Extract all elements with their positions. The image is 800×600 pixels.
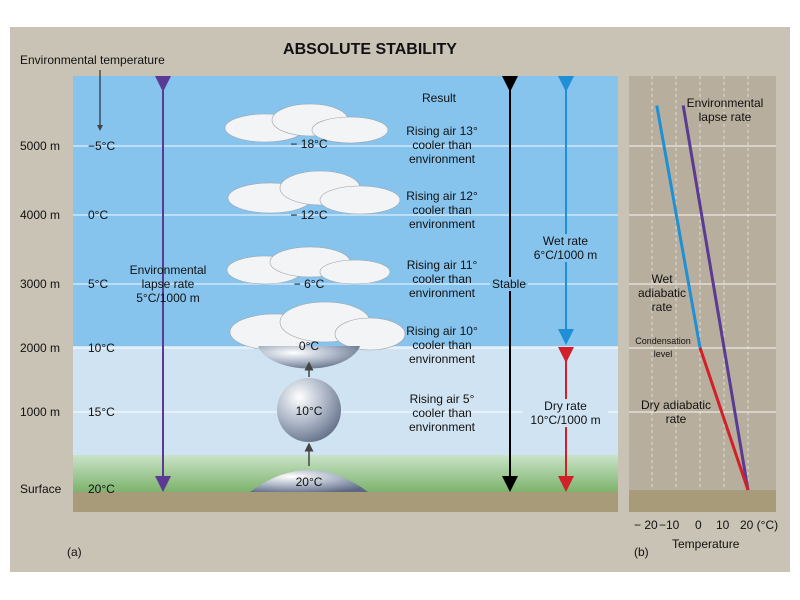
dry-rate-label: Dry rate 10°C/1000 m — [523, 399, 608, 427]
wet-rate-label: Wet rate 6°C/1000 m — [523, 234, 608, 262]
result-text: Rising air 12° cooler than environment — [406, 189, 478, 231]
x-tick-label: − 20 — [634, 518, 658, 532]
env-lapse-line-label: Environmental lapse rate — [686, 96, 764, 124]
result-text: Rising air 11° cooler than environment — [406, 258, 478, 300]
x-tick-label: −10 — [659, 518, 680, 532]
altitude-label: Surface — [20, 482, 62, 496]
env-lapse-line — [681, 105, 750, 491]
env-temp-value: −5°C — [88, 139, 116, 153]
panel-b-background — [629, 76, 776, 512]
env-lapse-rate-label: Environmental lapse rate 5°C/1000 m — [129, 263, 207, 305]
x-tick-label: 10 — [716, 518, 730, 532]
panel-b-label: (b) — [634, 545, 649, 559]
result-text: Rising air 5° cooler than environment — [408, 392, 476, 434]
result-header: Result — [422, 91, 457, 105]
parcel-temp: − 12°C — [290, 208, 328, 222]
parcel-temp: 20°C — [295, 475, 323, 489]
dry-adiabatic-line — [698, 347, 750, 491]
parcel-temp: 0°C — [298, 339, 320, 353]
parcel-temp: − 18°C — [290, 137, 328, 151]
condensation-level-label: Condensation level — [635, 336, 691, 359]
env-temp-label: Environmental temperature — [20, 53, 165, 67]
altitude-label: 2000 m — [20, 341, 61, 355]
air-parcel — [250, 346, 368, 492]
stable-label: Stable — [490, 277, 529, 291]
page-title: ABSOLUTE STABILITY — [283, 41, 457, 58]
panel-a-label: (a) — [67, 545, 82, 559]
result-text: Rising air 13° cooler than environment — [406, 124, 478, 166]
wet-adiabatic-line — [655, 105, 702, 348]
env-temp-value: 10°C — [88, 341, 115, 355]
env-temp-value: 15°C — [88, 405, 115, 419]
env-temp-value: 20°C — [88, 482, 115, 496]
altitude-label: 5000 m — [20, 139, 61, 153]
altitude-label: 3000 m — [20, 277, 61, 291]
env-temp-value: 0°C — [88, 208, 109, 222]
x-axis-label: Temperature — [672, 537, 740, 551]
cloud-icon — [224, 103, 406, 351]
result-text: Rising air 10° cooler than environment — [406, 324, 478, 366]
x-tick-label: 0 — [695, 518, 702, 532]
wet-adiabatic-label: Wet adiabatic rate — [637, 272, 687, 314]
dry-adiabatic-label: Dry adiabatic rate — [640, 398, 712, 426]
altitude-label: 1000 m — [20, 405, 61, 419]
altitude-label: 4000 m — [20, 208, 61, 222]
parcel-temp: − 6°C — [293, 277, 325, 291]
env-temp-value: 5°C — [88, 277, 109, 291]
x-tick-label: 20 (°C) — [740, 518, 779, 532]
parcel-temp: 10°C — [295, 404, 323, 418]
lapse-lines — [655, 105, 750, 491]
